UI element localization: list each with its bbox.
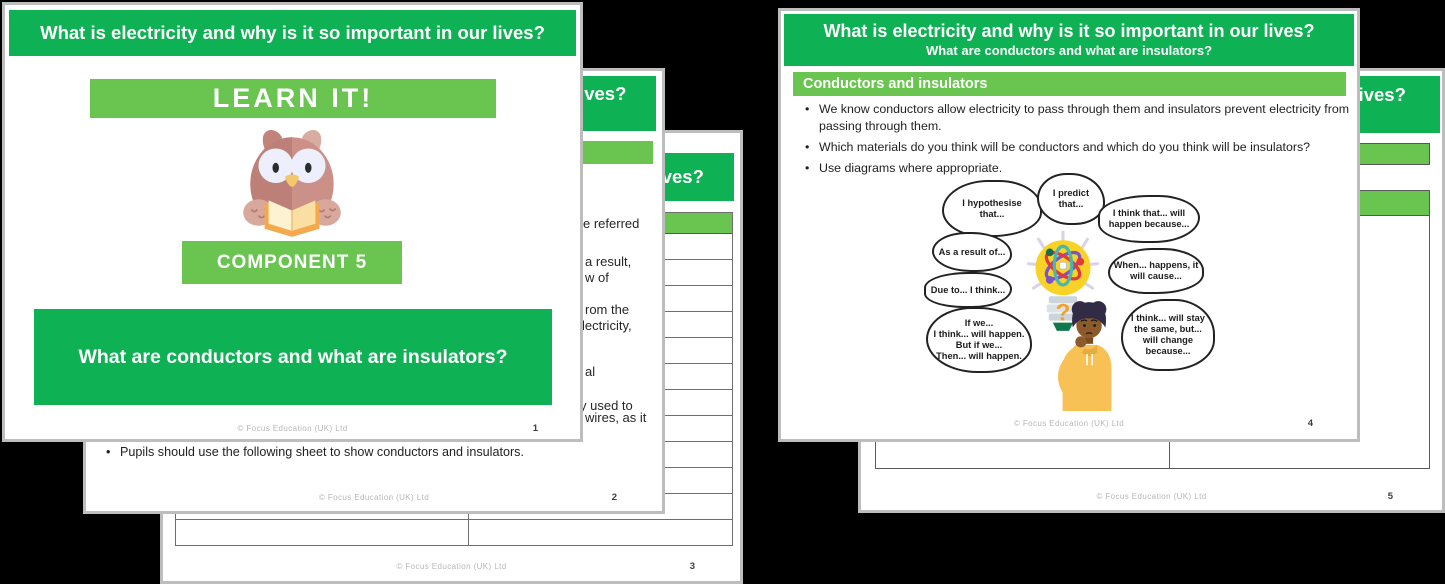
thought-bubble: If we... I think... will happen. But if … (926, 307, 1032, 373)
slide2-text-fragment: rom the (585, 302, 630, 317)
slide4-page-number: 4 (1307, 418, 1313, 429)
slide2-text-fragment: al (585, 364, 596, 379)
thought-bubble: I think that... will happen because... (1098, 195, 1200, 243)
bullet-item: We know conductors allow electricity to … (801, 101, 1353, 135)
slide3-page-number: 3 (689, 561, 695, 572)
thought-bubble: I think... will stay the same, but... wi… (1121, 299, 1215, 371)
slide1-title-bar: What is electricity and why is it so imp… (9, 10, 576, 56)
lightbulb-atom-icon: ? (1025, 229, 1101, 341)
slide-1[interactable]: What is electricity and why is it so imp… (2, 2, 583, 442)
table-row (176, 520, 732, 546)
slide2-text-fragment: y used to (580, 398, 633, 413)
thought-bubble: I hypothesise that... (942, 180, 1042, 237)
owl-reading-book-icon (231, 121, 353, 241)
slide3-footer: © Focus Education (UK) Ltd (396, 562, 507, 571)
slide1-component-banner: COMPONENT 5 (182, 241, 402, 284)
slide2-text-fragment: a result, (585, 254, 632, 269)
slide1-footer: © Focus Education (UK) Ltd (237, 424, 348, 433)
thought-bubble: I predict that... (1037, 173, 1105, 225)
slide4-bullet-list: We know conductors allow electricity to … (801, 101, 1353, 181)
thought-bubble: Due to... I think... (924, 272, 1012, 308)
thinking-person-icon (1046, 297, 1126, 411)
slide4-title-bar: What is electricity and why is it so imp… (784, 14, 1354, 66)
bullet-item: Use diagrams where appropriate. (801, 160, 1353, 177)
slide5-page-number: 5 (1387, 491, 1393, 502)
slide-4[interactable]: What is electricity and why is it so imp… (778, 8, 1360, 442)
slide4-footer: © Focus Education (UK) Ltd (1013, 419, 1125, 428)
question-mark-glyph: ? (1056, 300, 1071, 327)
slide2-footer: © Focus Education (UK) Ltd (318, 493, 430, 502)
slide5-footer: © Focus Education (UK) Ltd (1096, 492, 1207, 501)
slide2-text-fragment: w of (585, 270, 609, 285)
slide2-page-number: 2 (611, 492, 617, 503)
slide2-text-fragment: lectricity, (582, 318, 632, 333)
slide1-page-number: 1 (532, 423, 538, 434)
slide1-question-banner: What are conductors and what are insulat… (34, 309, 552, 405)
table-row (176, 494, 732, 520)
bullet-item: Pupils should use the following sheet to… (102, 444, 647, 461)
bullet-item: Which materials do you think will be con… (801, 139, 1353, 156)
slide2-bullet-list: Pupils should use the following sheet to… (102, 444, 647, 465)
slide4-section-banner: Conductors and insulators (793, 72, 1346, 96)
slide1-learn-banner: LEARN IT! (90, 79, 496, 118)
slide4-title: What is electricity and why is it so imp… (823, 21, 1315, 41)
slide4-subtitle: What are conductors and what are insulat… (925, 43, 1213, 58)
slide2-text-fragment: wires, as it (585, 410, 647, 425)
thought-bubble: When... happens, it will cause... (1108, 248, 1204, 294)
slide2-text-fragment: e referred (583, 216, 640, 231)
thought-bubble: As a result of... (932, 232, 1012, 272)
